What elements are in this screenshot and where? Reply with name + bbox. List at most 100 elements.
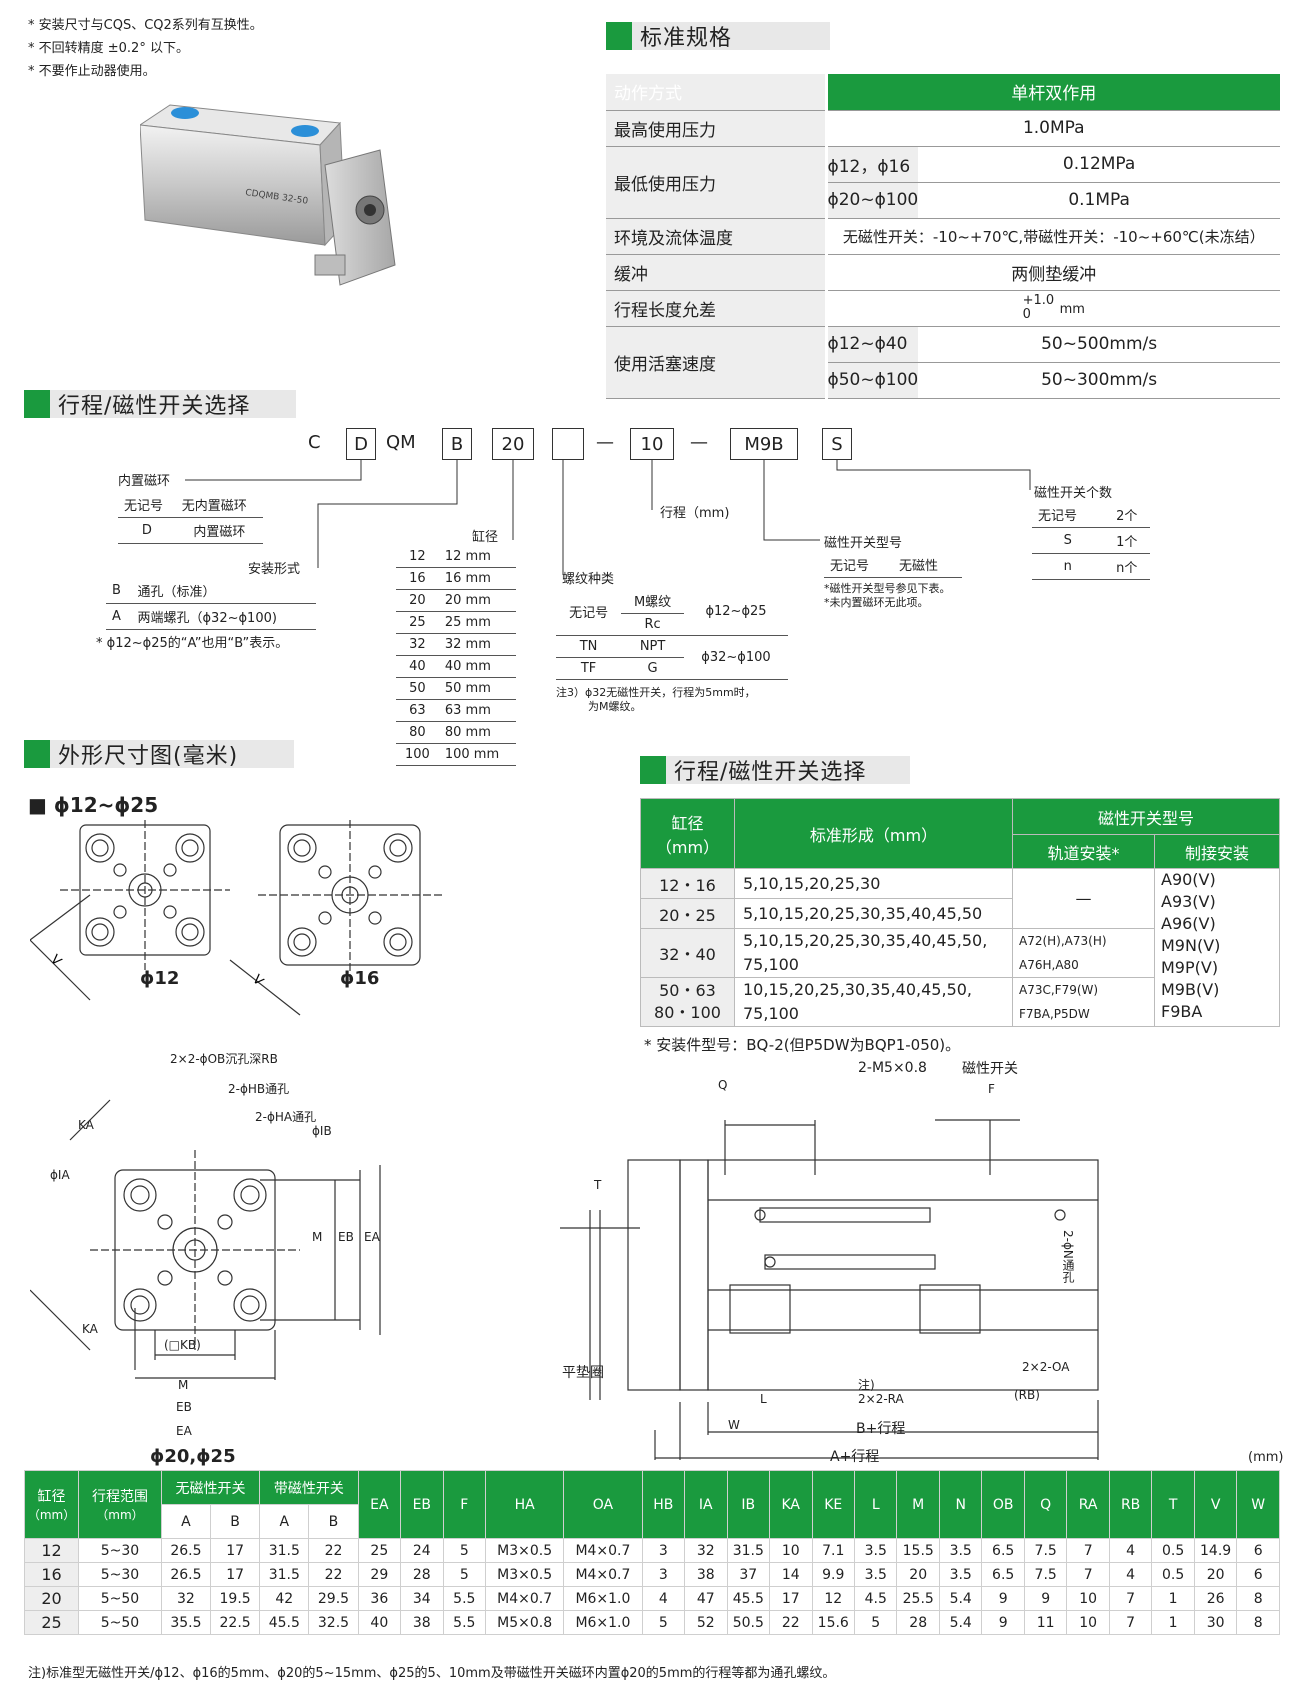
spec-section-header: 标准规格 [606, 22, 830, 51]
selection-note: * 安装件型号：BQ-2(但P5DW为BQP1-050)。 [644, 1036, 961, 1054]
sel-rail: A72(H),A73(H) A76H,A80 [1012, 928, 1155, 978]
sel-bore: 12・16 [640, 868, 735, 899]
mount-desc: 通孔（标准） [131, 578, 316, 604]
dim-header-ab: A [259, 1504, 310, 1539]
dim-cell: 19.5 [210, 1586, 261, 1611]
selection-section-header: 行程/磁性开关选择 [640, 756, 910, 785]
dim-cell: M4×0.7 [485, 1586, 565, 1611]
switch-note-2: *未内置磁环无此项。 [824, 596, 929, 609]
dim-cell: 4 [1108, 1538, 1153, 1563]
dim-cell: 20 [896, 1562, 940, 1587]
spec-table: 动作方式 单杆双作用 最高使用压力 1.0MPa 最低使用压力 ϕ12，ϕ16 … [606, 74, 1280, 399]
dim-cell: 3.5 [853, 1562, 898, 1587]
bore-code: 20 [396, 589, 439, 612]
dim-cell: 9 [981, 1586, 1025, 1611]
sel-std: 5,10,15,20,25,30,35,40,45,50 [734, 898, 1013, 929]
dim-cell: M3×0.5 [485, 1562, 565, 1587]
dim-cell: 15.5 [896, 1538, 940, 1563]
dim-cell: 15.6 [811, 1610, 855, 1635]
thread-note-1: 注3）ϕ32无磁性开关，行程为5mm时， [556, 686, 756, 699]
count-code: S [1032, 527, 1104, 554]
count-code: 无记号 [1032, 502, 1104, 528]
cylinder-product-image: CDQMB 32-50 [140, 104, 396, 286]
dim-cell: 10 [1066, 1610, 1110, 1635]
outline-title: 外形尺寸图(毫米) [58, 744, 239, 769]
spec-value: 无磁性开关：-10~+70℃,带磁性开关：-10~+60℃(未冻结） [826, 218, 1280, 255]
dim-header-col: RA [1066, 1470, 1110, 1539]
spec-value: 0.12MPa [918, 146, 1280, 183]
switch-model: M9B(V) [1161, 980, 1220, 999]
magnet-desc: 内置磁环 [175, 517, 263, 544]
label-ea: EA [176, 1424, 192, 1438]
dim-bore: 25 [23, 1610, 80, 1635]
sel-header-switch: 磁性开关型号 [1012, 798, 1280, 835]
switch-model: M9N(V) [1161, 936, 1221, 955]
spec-value: 单杆双作用 [826, 74, 1280, 111]
dim-cell: 14 [769, 1562, 813, 1587]
side-view-drawing [560, 1119, 1099, 1460]
dim-cell: M5×0.8 [485, 1610, 565, 1635]
dim-cell: 3 [641, 1538, 686, 1563]
switch-table: 无记号无磁性 [824, 552, 962, 578]
dim-cell: 37 [726, 1562, 771, 1587]
code-mount-box: B [442, 428, 472, 460]
dim-cell: 9.9 [811, 1562, 855, 1587]
dim-cell: 30 [1193, 1610, 1238, 1635]
spec-sub-label: ϕ20~ϕ100 [826, 182, 919, 219]
dim-cell: M4×0.7 [563, 1538, 643, 1563]
dim-header-col: OB [981, 1470, 1025, 1539]
thread-type: G [621, 657, 685, 680]
dim-header-unit: （mm） [27, 1508, 76, 1522]
notes: * 安装尺寸与CQS、CQ2系列有互换性。 * 不回转精度 ±0.2° 以下。 … [28, 14, 263, 83]
order-title: 行程/磁性开关选择 [58, 394, 251, 419]
dim-cell: 7.1 [811, 1538, 855, 1563]
sel-std-line: 75,100 [743, 1004, 799, 1023]
sel-bore-line: 50・63 [659, 981, 716, 1000]
code-bore-box: 20 [492, 428, 534, 460]
count-code: n [1032, 553, 1104, 580]
thread-table: 无记号 M螺纹 ϕ12~ϕ25 Rc TN NPT ϕ32~ϕ100 TF G [556, 588, 788, 680]
dim-cell: 22 [308, 1562, 359, 1587]
dim-bore: 16 [23, 1562, 80, 1587]
dim-cell: 1 [1151, 1586, 1195, 1611]
code-count-box: S [822, 428, 852, 460]
dim-cell: 7 [1066, 1562, 1110, 1587]
sel-std-line: 10,15,20,25,30,35,40,45,50, [743, 980, 973, 999]
thread-type: Rc [621, 613, 685, 636]
dim-header-col: HB [641, 1470, 686, 1539]
dim-cell: 31.5 [726, 1538, 771, 1563]
thread-type: M螺纹 [621, 588, 685, 614]
dim-header-ab: B [308, 1504, 359, 1539]
dim-cell: 5~30 [78, 1562, 162, 1587]
label-w: W [728, 1418, 740, 1432]
dim-cell: 3 [641, 1562, 686, 1587]
label-washer: 平垫圈 [562, 1365, 604, 1381]
spec-sub-label: ϕ12~ϕ40 [826, 326, 919, 363]
dim-header-col: T [1151, 1470, 1195, 1539]
dim-cell: M3×0.5 [485, 1538, 565, 1563]
bore-size: 25 mm [438, 611, 516, 634]
dim-cell: 29 [357, 1562, 402, 1587]
bore-code: 100 [396, 743, 439, 766]
dim-header-col: W [1236, 1470, 1280, 1539]
code-c: C [308, 432, 321, 453]
label-n-hole: 2-ϕN通孔 [1061, 1230, 1075, 1283]
green-square-icon [640, 756, 666, 784]
thread-note-2: 为M螺纹。 [588, 700, 642, 713]
dim-bore: 12 [23, 1538, 80, 1563]
switch-model: A93(V) [1161, 892, 1216, 911]
dim-cell: 8 [1236, 1586, 1280, 1611]
dim-cell: 26.5 [160, 1562, 212, 1587]
sel-header-direct: 制接安装 [1154, 834, 1280, 869]
label-ia: ϕIA [50, 1168, 70, 1182]
dim-cell: 0.5 [1151, 1538, 1195, 1563]
dim-cell: 9 [1023, 1586, 1068, 1611]
switch-notes: *磁性开关型号参见下表。 *未内置磁环无此项。 [824, 582, 951, 610]
dim-cell: 38 [400, 1610, 444, 1635]
code-dash: — [596, 432, 614, 453]
dim-cell: 3.5 [938, 1538, 983, 1563]
